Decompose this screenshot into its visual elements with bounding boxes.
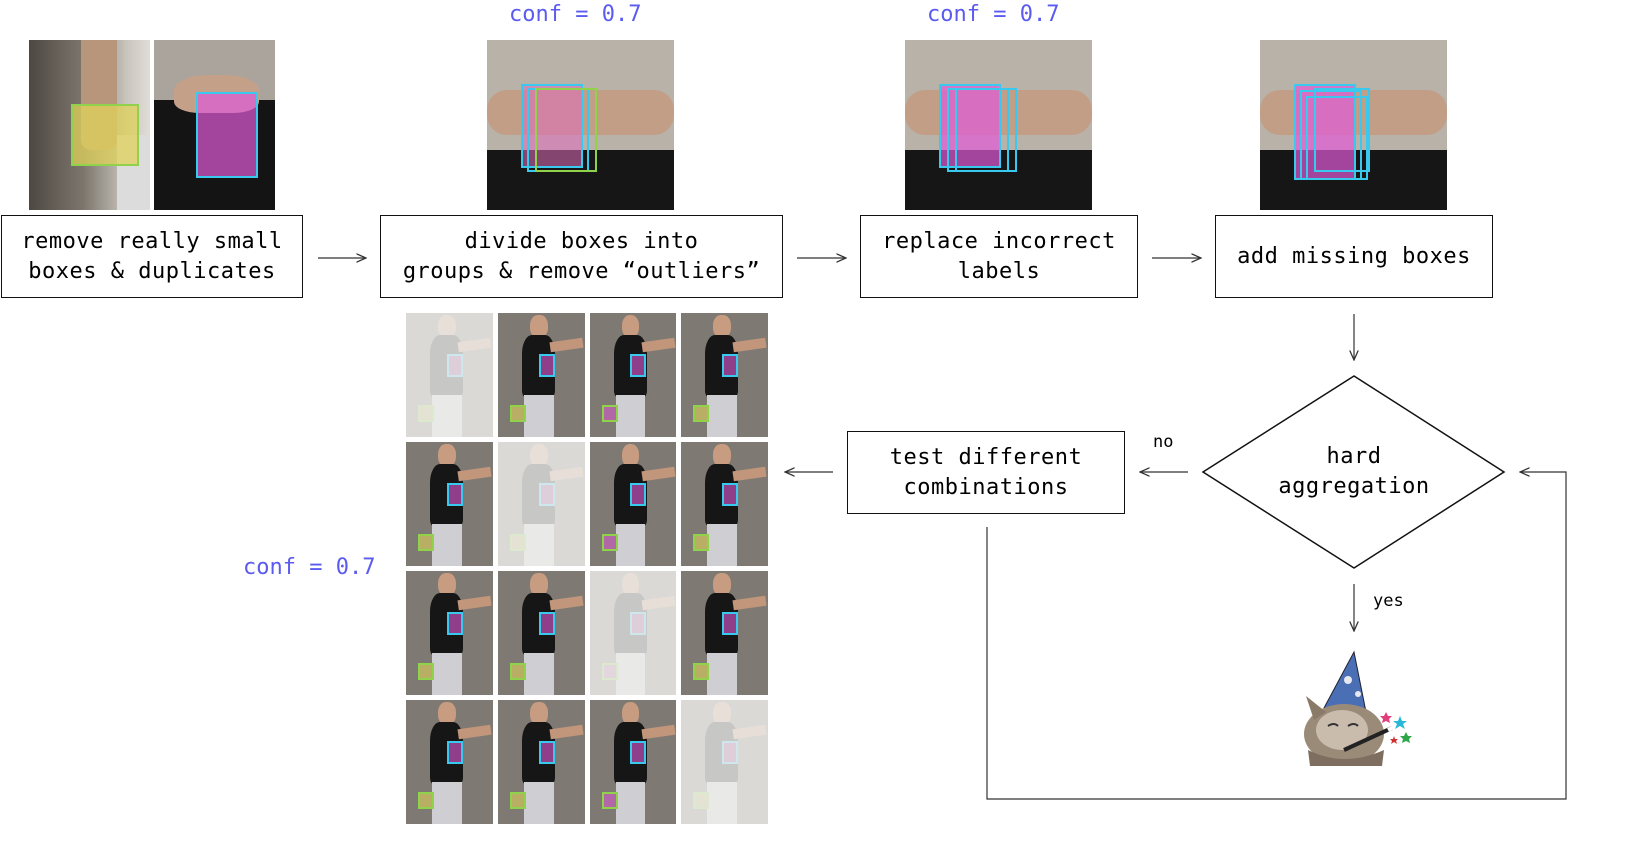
grid-cell [406, 571, 493, 695]
conf-label-grid: conf = 0.7 [243, 555, 376, 580]
decision-diamond [1201, 375, 1506, 569]
step-replace-labels: replace incorrect labels [860, 215, 1138, 298]
grid-cell [406, 700, 493, 824]
conf-label-replace: conf = 0.7 [927, 2, 1060, 27]
grid-cell [681, 700, 768, 824]
grid-cell [590, 313, 676, 437]
loop-back-line [986, 472, 1567, 800]
grid-cell [498, 571, 585, 695]
bbox-cyan-thumb [196, 92, 258, 178]
photo-step2-thumb-down [487, 40, 674, 210]
grid-cell [681, 442, 768, 566]
grid-cell [498, 442, 585, 566]
grid-cell [681, 313, 768, 437]
grid-cell [406, 313, 493, 437]
grid-cell [590, 700, 676, 824]
bbox-green-hand [71, 104, 139, 166]
step-divide-boxes: divide boxes into groups & remove “outli… [380, 215, 783, 298]
branch-label-no: no [1153, 432, 1174, 452]
photo-step3-thumb-down [905, 40, 1092, 210]
grid-cell [590, 442, 676, 566]
grid-cell [681, 571, 768, 695]
grid-cell [498, 700, 585, 824]
conf-label-divide: conf = 0.7 [509, 2, 642, 27]
branch-label-yes: yes [1373, 591, 1404, 611]
step-add-missing-boxes: add missing boxes [1215, 215, 1493, 298]
grid-cell [406, 442, 493, 566]
grid-cell [498, 313, 585, 437]
wizard-cat-icon [1304, 650, 1412, 766]
photo-step1-thumb-down [154, 40, 275, 210]
photo-step4-thumb-down [1260, 40, 1447, 210]
step-test-combinations: test different combinations [847, 431, 1125, 514]
decision-hard-aggregation-label: hard aggregation [1278, 444, 1430, 499]
photo-step1-hand-left [29, 40, 150, 210]
grid-cell [590, 571, 676, 695]
step-remove-small-boxes: remove really small boxes & duplicates [1, 215, 303, 298]
